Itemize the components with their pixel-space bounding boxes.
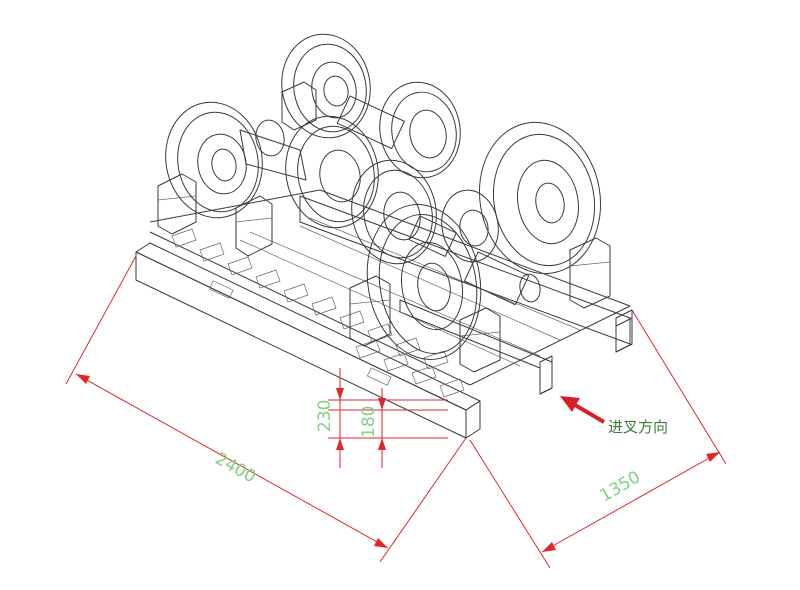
height-inner-label: 180 bbox=[359, 406, 379, 438]
front-beam-top bbox=[135, 242, 481, 411]
pallet-base bbox=[135, 189, 633, 439]
length-label: 2400 bbox=[212, 449, 260, 487]
middle-runner bbox=[399, 299, 553, 395]
dimension-width: 1350 bbox=[469, 309, 727, 569]
cross-slats bbox=[171, 228, 465, 398]
fork-direction: 进叉方向 bbox=[560, 396, 668, 436]
fork-direction-label: 进叉方向 bbox=[608, 418, 668, 436]
fork-direction-arrow-icon bbox=[560, 396, 580, 412]
wheelset-rear-left bbox=[281, 33, 461, 179]
front-beam-end bbox=[465, 400, 481, 439]
rear-beam bbox=[299, 195, 631, 345]
width-label: 1350 bbox=[597, 467, 644, 506]
wheelset-front-right bbox=[366, 121, 602, 360]
support-chocks bbox=[157, 81, 611, 373]
wheelset-middle bbox=[351, 159, 499, 265]
height-total-label: 230 bbox=[315, 400, 335, 432]
dimension-height: 230 180 bbox=[315, 368, 448, 468]
wheelset-front-left bbox=[165, 101, 379, 229]
